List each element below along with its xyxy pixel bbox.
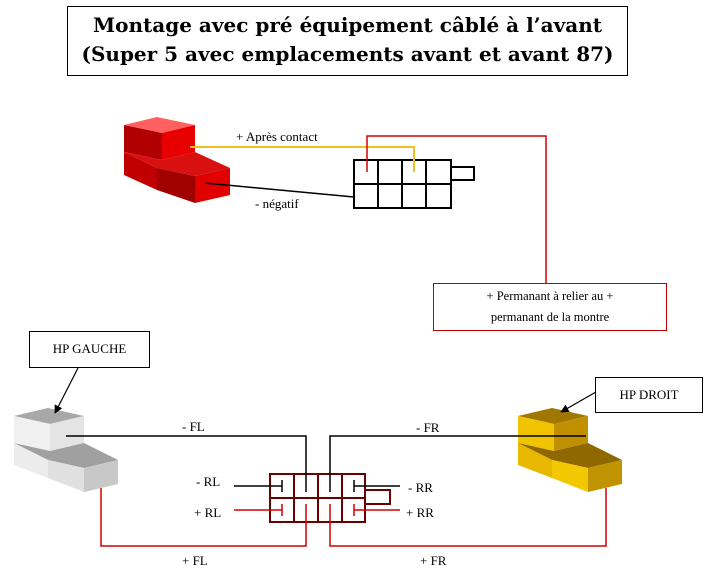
permanant-note-box: + Permanant à relier au + permanant de l… (433, 283, 667, 331)
wire-negatif (204, 182, 355, 198)
label-minus-fl: - FL (182, 419, 205, 434)
arrow-hp-left (54, 367, 79, 414)
label-negatif: - négatif (255, 196, 299, 211)
note-line-1: + Permanant à relier au + (486, 289, 614, 303)
wire-permanant (366, 135, 547, 283)
title-box: Montage avec pré équipement câblé à l’av… (67, 6, 628, 76)
wire-minus-fr (329, 435, 586, 480)
label-minus-rl: - RL (196, 474, 220, 489)
power-block (124, 117, 230, 203)
label-apres-contact: + Après contact (236, 129, 318, 144)
wire-minus-fl (66, 435, 307, 480)
label-plus-rr: + RR (406, 505, 434, 520)
wire-apres-contact (190, 146, 415, 172)
hp-left-label: HP GAUCHE (29, 331, 150, 368)
bottom-connector (269, 473, 391, 523)
wire-plus-fr (329, 488, 607, 547)
label-plus-fl: + FL (182, 553, 208, 568)
wire-plus-fl (100, 488, 307, 547)
label-plus-fr: + FR (420, 553, 447, 568)
arrow-hp-right (560, 391, 597, 413)
hp-left-block (14, 408, 118, 492)
hp-right-label: HP DROIT (595, 377, 703, 413)
title-line-1: Montage avec pré équipement câblé à l’av… (93, 13, 602, 37)
label-minus-rr: - RR (408, 480, 433, 495)
label-plus-rl: + RL (194, 505, 221, 520)
title-line-2: (Super 5 avec emplacements avant et avan… (81, 42, 614, 66)
label-minus-fr: - FR (416, 420, 440, 435)
top-connector (353, 159, 475, 209)
note-line-2: permanant de la montre (490, 310, 610, 324)
hp-right-block (518, 408, 622, 492)
